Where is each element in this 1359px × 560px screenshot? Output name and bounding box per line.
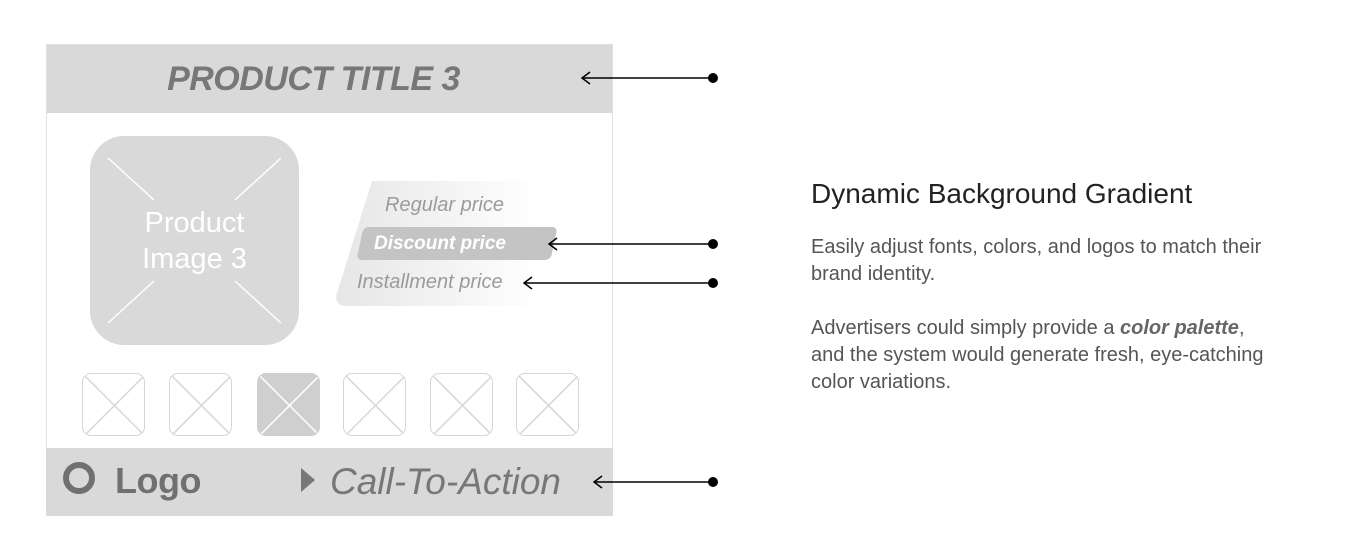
annotation-paragraph-2-start: Advertisers could simply provide a: [811, 317, 1121, 339]
image-placeholder-cross-icon: [518, 375, 578, 435]
play-arrow-icon: [301, 468, 315, 492]
thumbnail-2[interactable]: [169, 373, 232, 436]
image-placeholder-cross-icon: [432, 375, 492, 435]
image-placeholder-cross-icon: [345, 375, 405, 435]
annotation-title: Dynamic Background Gradient: [811, 178, 1193, 209]
image-placeholder-cross-icon: [84, 375, 144, 435]
logo-text: Logo: [115, 460, 201, 501]
product-image-placeholder: Product Image 3: [90, 136, 299, 345]
arrow-dot-discount: [708, 239, 718, 249]
image-placeholder-cross-icon: [259, 375, 319, 435]
logo-circle-icon: [63, 462, 95, 494]
annotation-paragraph-1: Easily adjust fonts, colors, and logos t…: [811, 236, 1262, 285]
card-header: PRODUCT TITLE 3: [47, 45, 612, 113]
thumbnail-6[interactable]: [516, 373, 579, 436]
thumbnail-5[interactable]: [430, 373, 493, 436]
thumbnail-4[interactable]: [343, 373, 406, 436]
regular-price: Regular price: [385, 194, 504, 216]
call-to-action-button[interactable]: Call-To-Action: [330, 461, 561, 502]
card-footer: [46, 448, 613, 516]
installment-price: Installment price: [357, 271, 503, 293]
discount-price: Discount price: [374, 233, 506, 254]
image-placeholder-cross-icon: [171, 375, 231, 435]
thumbnail-1[interactable]: [82, 373, 145, 436]
product-title: PRODUCT TITLE 3: [167, 59, 460, 98]
image-placeholder-cross-icon: [107, 157, 282, 324]
arrow-dot-footer: [708, 477, 718, 487]
thumbnail-3-selected[interactable]: [257, 373, 320, 436]
annotation-paragraph-2-end: , and the system would generate fresh, e…: [811, 317, 1264, 393]
arrow-dot-title: [708, 73, 718, 83]
arrow-dot-installment: [708, 278, 718, 288]
product-image-label: Product Image 3: [142, 206, 247, 275]
annotation-panel: Dynamic Background Gradient Easily adjus…: [811, 176, 1281, 396]
annotation-emphasis: color palette: [1120, 317, 1239, 339]
product-card: PRODUCT TITLE 3 Product Image 3: [46, 44, 613, 516]
annotation-paragraph-2: Advertisers could simply provide a color…: [811, 315, 1281, 396]
